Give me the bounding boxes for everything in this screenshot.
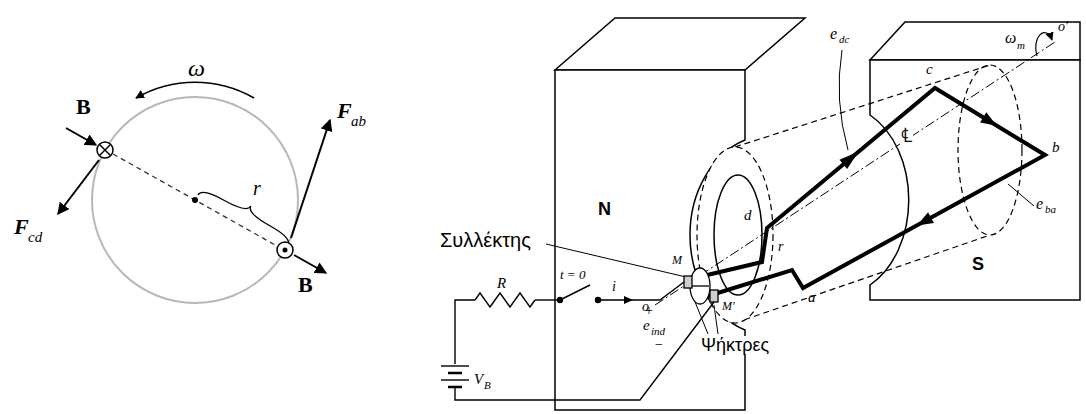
polarity-sign: −: [655, 338, 663, 352]
part-name: Συλλέκτης: [440, 230, 531, 250]
commutator: [710, 290, 718, 302]
external-circuit: [560, 285, 590, 300]
radius-label: r: [778, 240, 783, 254]
leader-lines: [839, 50, 848, 150]
force-and-field-arrows: [66, 128, 96, 145]
rotor: [735, 235, 990, 323]
external-circuit: [455, 302, 714, 400]
voltage-label: e: [830, 26, 837, 42]
corner-label: d: [744, 208, 752, 223]
loop-cross-section: [92, 82, 298, 303]
commutator: [684, 268, 718, 304]
brush-label: M: [672, 254, 682, 266]
force-label: F: [14, 216, 29, 238]
rotation-axis: [1036, 33, 1052, 56]
pole-n: [555, 18, 805, 70]
current-label: i: [612, 280, 616, 294]
voltage-subscript: ba: [1045, 204, 1056, 215]
pole-s: [870, 60, 1080, 300]
loop-cross-section: [136, 82, 254, 98]
voltage-subscript: ind: [651, 326, 665, 337]
battery-subscript: B: [484, 380, 491, 391]
pole-label: S: [972, 255, 984, 273]
leader-lines: [1008, 184, 1034, 206]
loop-cross-section: [192, 197, 198, 203]
conductor-into-page: [97, 142, 113, 158]
corner-label: c: [926, 62, 933, 77]
field-label: B: [76, 96, 91, 118]
conductor-into-page: [100, 145, 111, 156]
external-circuit: [441, 379, 469, 380]
force-subscript: cd: [28, 230, 42, 245]
radius-label: r: [253, 178, 261, 198]
axis-label: o′: [1058, 20, 1068, 34]
voltage-label: e: [1036, 196, 1043, 212]
rotor: [735, 65, 990, 147]
commutator: [690, 268, 710, 304]
leader-lines: [714, 305, 718, 334]
corner-label: b: [1052, 140, 1060, 155]
brush-label: M′: [722, 300, 735, 312]
rotor: [714, 175, 762, 295]
loop-cross-section: [92, 97, 298, 303]
corner-label: a: [808, 290, 816, 305]
external-circuit: [475, 293, 535, 307]
conductor-out-of-page: [283, 248, 288, 253]
conductor-out-of-page: [277, 242, 293, 258]
rotation-axis: [655, 42, 1055, 305]
part-name: Ψήκτρες: [700, 336, 770, 354]
force-and-field-arrows: [58, 160, 99, 214]
voltage-subscript: dc: [839, 34, 849, 45]
external-circuit: [455, 300, 475, 364]
loop-cross-section: [198, 192, 289, 245]
external-circuit: [448, 372, 462, 375]
external-circuit: [535, 299, 560, 300]
rotating-loop: [703, 88, 1045, 296]
force-and-field-arrows: [291, 120, 330, 238]
conductor-out-of-page: [277, 242, 293, 258]
angular-speed: ω: [1005, 30, 1016, 46]
rotating-loop: [840, 152, 859, 169]
loop-cross-section: [113, 154, 277, 246]
battery-label: V: [474, 372, 483, 387]
external-circuit: [624, 296, 633, 304]
rotating-loop: [980, 112, 997, 126]
rotation-axis: [655, 33, 1055, 305]
commutator: [691, 285, 709, 286]
speed-subscript: m: [1017, 40, 1025, 51]
centerline-symbol: ℄: [900, 125, 913, 145]
rotating-loop: [703, 88, 1045, 296]
pole-s: [870, 22, 1080, 60]
polarity-sign: +: [645, 304, 653, 318]
pole-n: [555, 18, 805, 410]
external-circuit: [441, 282, 714, 400]
force-and-field-arrows: [294, 255, 326, 273]
pole-s: [870, 22, 1080, 300]
rotating-loop: [917, 212, 934, 225]
resistor-label: R: [497, 276, 506, 291]
voltage-label: e: [643, 318, 650, 333]
commutator: [684, 276, 692, 288]
switch-label: t = 0: [560, 268, 585, 281]
external-circuit: [441, 365, 469, 366]
force-subscript: ab: [351, 114, 366, 129]
angular-speed: ω: [188, 56, 205, 80]
external-circuit: [598, 282, 684, 300]
rotor: [958, 65, 1022, 235]
pole-label: N: [598, 200, 611, 218]
conductor-into-page: [100, 145, 111, 156]
field-label: B: [298, 274, 313, 296]
force-and-field-arrows: [58, 120, 330, 273]
force-label: F: [337, 100, 352, 122]
conductor-into-page: [97, 142, 113, 158]
leader-lines: [546, 50, 1034, 334]
